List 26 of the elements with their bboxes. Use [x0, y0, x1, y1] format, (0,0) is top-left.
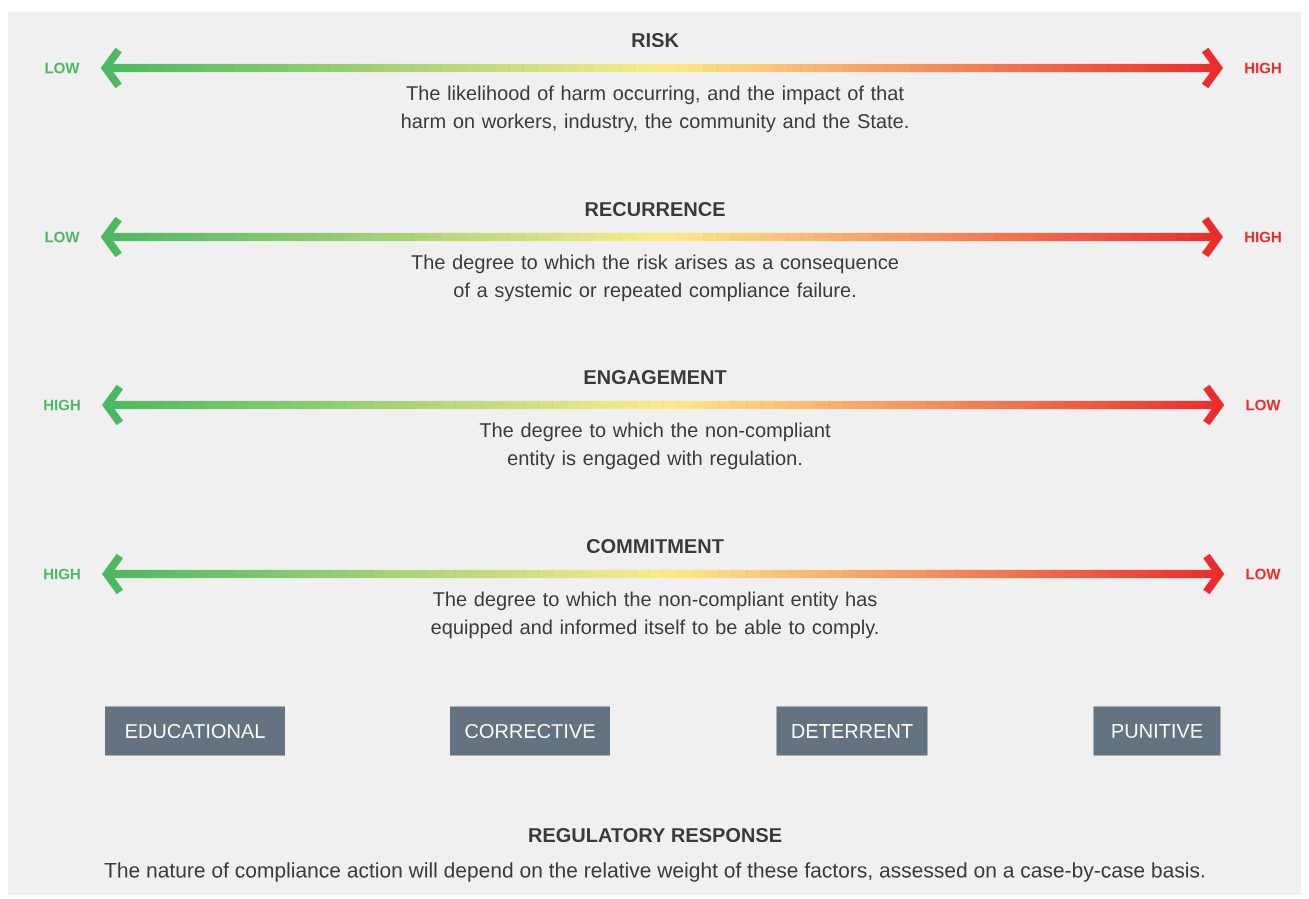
end-label: HIGH [44, 399, 80, 411]
scale-heading: ENGAGEMENT [584, 369, 727, 385]
gradient-arrow [101, 384, 1225, 426]
end-label: HIGH [44, 568, 80, 580]
end-label: LOW [1246, 399, 1281, 411]
end-label: HIGH [1245, 62, 1281, 74]
scale-heading: COMMITMENT [586, 538, 724, 554]
section-heading: REGULATORY RESPONSE [529, 827, 782, 843]
scale-description: The degree to which the non-compliant entity is engaged with regulation. [479, 422, 831, 470]
scale-description: The degree to which the non-compliant entity has equipped and informed itself to be able to comply. [431, 591, 878, 639]
end-label: LOW [45, 231, 80, 243]
response-box: EDUCATIONAL [105, 706, 285, 756]
scale-heading: RISK [632, 32, 679, 48]
end-label: HIGH [1245, 231, 1281, 243]
end-label: LOW [1246, 568, 1281, 580]
scale-description: The degree to which the risk arises as a consequence of a systemic or repeated compliance failure. [411, 254, 899, 302]
end-label: LOW [45, 62, 80, 74]
response-box: DETERRENT [776, 706, 928, 756]
response-box: CORRECTIVE [450, 706, 610, 756]
note-text: The nature of compliance action will depend on the relative weight of these factors, assessed on a case-by-case basis. [104, 862, 1204, 882]
response-box: PUNITIVE [1093, 706, 1221, 756]
gradient-arrow [100, 216, 1224, 258]
scale-description: The likelihood of harm occurring, and the impact of that harm on workers, industry, the community and the State. [402, 85, 908, 133]
scale-heading: RECURRENCE [585, 201, 725, 217]
gradient-arrow [100, 47, 1224, 89]
gradient-arrow [101, 553, 1225, 595]
